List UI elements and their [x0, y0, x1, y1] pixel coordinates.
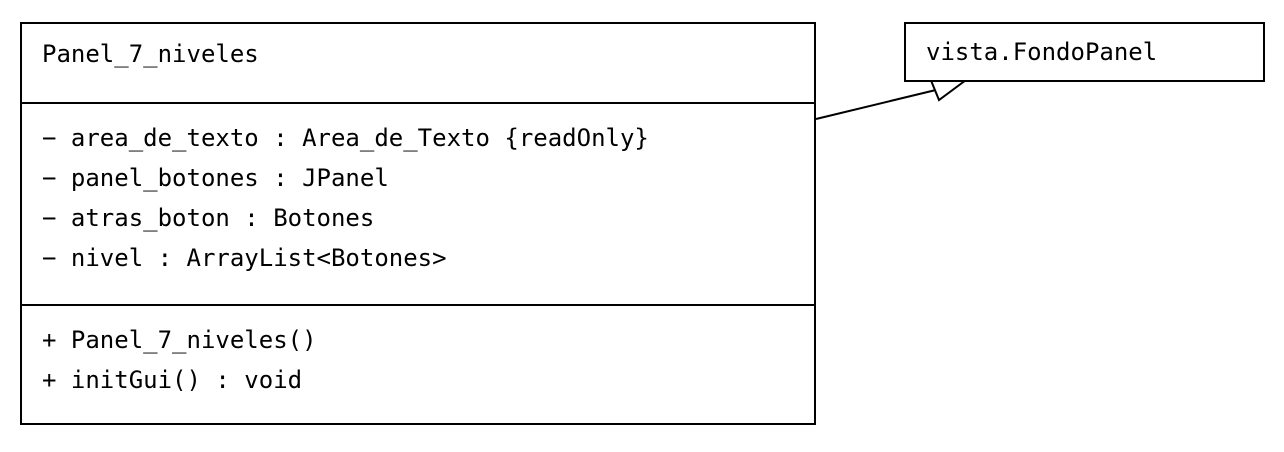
attribute-atras-boton: − atras_boton : Botones: [42, 204, 375, 232]
operation-constructor: + Panel_7_niveles(): [42, 326, 317, 354]
class-name: Panel_7_niveles: [42, 40, 259, 68]
superclass-box-fondo-panel[interactable]: vista.FondoPanel: [904, 22, 1265, 82]
operation-init-gui: + initGui() : void: [42, 366, 303, 394]
attribute-panel-botones: − panel_botones : JPanel: [42, 164, 389, 192]
generalization-line: [815, 88, 941, 120]
operations-compartment: + Panel_7_niveles() + initGui() : void: [22, 306, 814, 423]
class-name-compartment: Panel_7_niveles: [22, 24, 814, 104]
operation-list: + Panel_7_niveles() + initGui() : void: [42, 320, 317, 400]
superclass-name: vista.FondoPanel: [926, 38, 1158, 66]
attribute-list: − area_de_texto : Area_de_Texto {readOnl…: [42, 118, 649, 278]
class-box-panel-7-niveles[interactable]: Panel_7_niveles − area_de_texto : Area_d…: [20, 22, 816, 425]
attribute-area-de-texto: − area_de_texto : Area_de_Texto {readOnl…: [42, 124, 649, 152]
attributes-compartment: − area_de_texto : Area_de_Texto {readOnl…: [22, 104, 814, 306]
attribute-nivel: − nivel : ArrayList<Botones>: [42, 244, 447, 272]
